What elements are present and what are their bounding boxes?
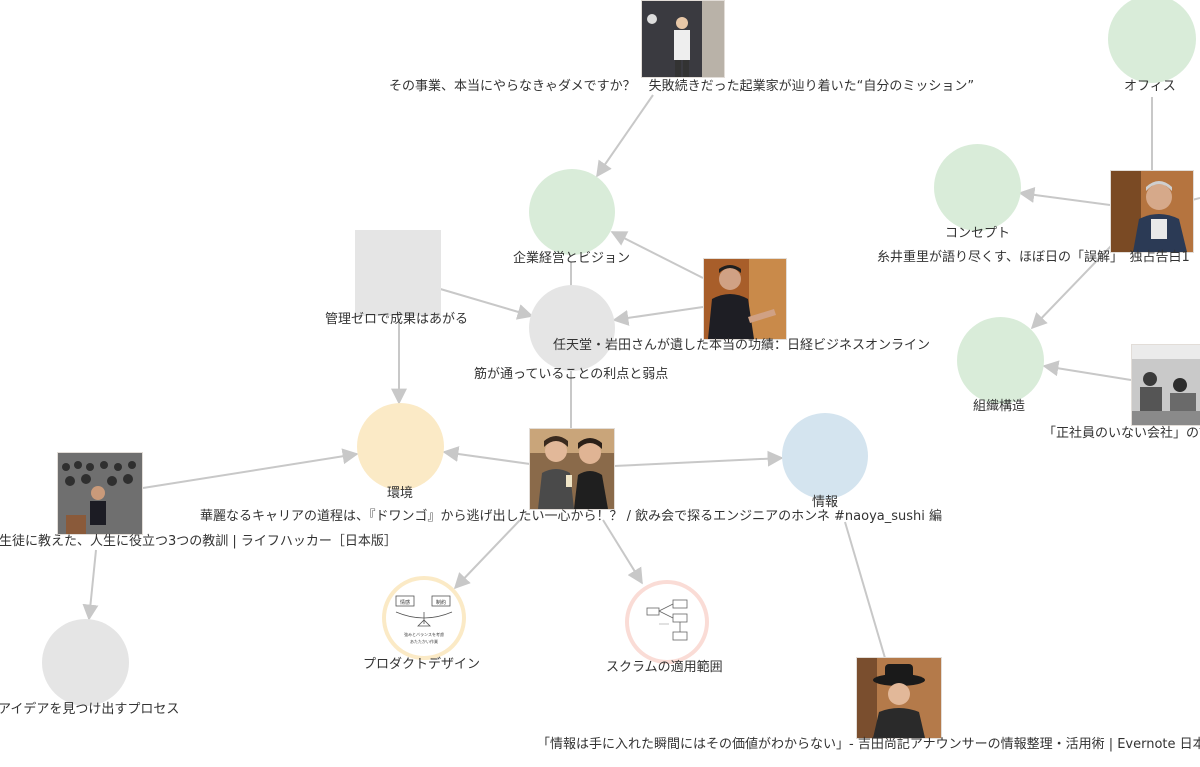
sketch-flow-icon — [646, 599, 688, 641]
edge-seito-idea — [82, 549, 99, 621]
concept-node-office[interactable] — [1108, 0, 1196, 83]
concept-node-kigyo[interactable] — [529, 169, 615, 255]
edge-seito-kankyo — [142, 448, 359, 489]
concept-node-joho[interactable] — [782, 413, 868, 499]
label-joho[interactable]: 情報 — [812, 495, 839, 510]
svg-text:制約: 制約 — [436, 599, 446, 606]
edge-seishain-soshiki — [1042, 360, 1132, 381]
label-itoi[interactable]: 糸井重里が語り尽くす、ほぼ日の「誤解」 独占告白1 — [877, 250, 1190, 265]
article-photo-iwata[interactable] — [703, 258, 787, 340]
label-suji[interactable]: 筋が通っていることの利点と弱点 — [474, 367, 669, 382]
article-node-product[interactable]: 情感 制約 強みとバランスを考慮 あたたかい作業 — [382, 576, 466, 660]
svg-text:あたたかい作業: あたたかい作業 — [410, 638, 438, 644]
edge-kanri-suji — [436, 287, 534, 320]
label-kanri[interactable]: 管理ゼロで成果はあがる — [325, 312, 469, 327]
label-product[interactable]: プロダクトデザイン — [363, 657, 481, 672]
concept-node-concept[interactable] — [934, 144, 1021, 231]
concept-node-idea[interactable] — [42, 619, 129, 706]
edge-itoi-concept — [1018, 186, 1111, 206]
label-concept[interactable]: コンセプト — [945, 226, 1011, 241]
edge-dwango-joho — [613, 450, 784, 467]
person-portrait-icon — [1111, 171, 1193, 252]
label-kankyo[interactable]: 環境 — [387, 486, 414, 501]
article-photo-seishain[interactable] — [1131, 344, 1200, 426]
office-photo-icon — [1132, 345, 1200, 425]
article-photo-seito[interactable] — [57, 452, 143, 535]
label-shippai[interactable]: その事業、本当にやらなきゃダメですか？ 失敗続きだった起業家が辿り着いた“自分の… — [389, 79, 975, 94]
label-yoshida[interactable]: 「情報は手に入れた瞬間にはその価値がわからない」- 吉田尚記アナウンサーの情報整… — [537, 737, 1200, 752]
label-kigyo[interactable]: 企業経営とビジョン — [513, 251, 631, 266]
sketch-balance-icon: 情感 制約 強みとバランスを考慮 あたたかい作業 — [395, 595, 453, 644]
article-photo-dwango[interactable] — [529, 428, 615, 510]
edge-dwango-product — [453, 519, 521, 590]
two-people-photo-icon — [530, 429, 614, 509]
person-with-hat-icon — [857, 658, 941, 738]
classroom-photo-icon — [58, 453, 142, 534]
article-photo-yoshida[interactable] — [856, 657, 942, 739]
speaker-photo-icon — [642, 1, 724, 77]
label-idea[interactable]: アイデアを見つけ出すプロセス — [0, 702, 180, 717]
label-seito[interactable]: 生徒に教えた、人生に役立つ3つの教訓 | ライフハッカー［日本版］ — [0, 534, 397, 549]
edge-iwata-kigyo — [610, 231, 704, 279]
label-iwata[interactable]: 任天堂・岩田さんが遺した本当の功績：日経ビジネスオンライン — [553, 338, 931, 353]
article-node-scrum[interactable] — [625, 580, 709, 664]
label-soshiki[interactable]: 組織構造 — [973, 399, 1026, 414]
svg-text:強みとバランスを考慮: 強みとバランスを考慮 — [404, 631, 444, 637]
edge-shippai-kigyo — [596, 94, 654, 178]
person-portrait-icon — [704, 259, 786, 339]
article-node-kanri-placeholder[interactable] — [355, 230, 441, 316]
edge-itoi-soshiki — [1030, 244, 1113, 330]
label-office[interactable]: オフィス — [1124, 79, 1176, 94]
edge-dwango-kankyo — [442, 446, 531, 465]
concept-node-suji[interactable] — [529, 285, 615, 371]
label-dwango[interactable]: 華麗なるキャリアの道程は、『ドワンゴ』から逃げ出したい一心から！？ / 飲み会で… — [200, 509, 942, 524]
label-scrum[interactable]: スクラムの適用範囲 — [606, 660, 723, 675]
concept-node-kankyo[interactable] — [357, 403, 444, 490]
article-photo-shippai[interactable] — [641, 0, 725, 78]
edge-dwango-scrum — [602, 519, 643, 585]
svg-text:情感: 情感 — [400, 599, 410, 606]
concept-node-soshiki[interactable] — [957, 317, 1044, 404]
edge-joho-yoshida — [844, 521, 886, 659]
article-photo-itoi[interactable] — [1110, 170, 1194, 253]
edge-iwata-suji — [612, 306, 704, 326]
label-seishain[interactable]: 「正社員のいない会社」の話 — [1043, 426, 1200, 441]
